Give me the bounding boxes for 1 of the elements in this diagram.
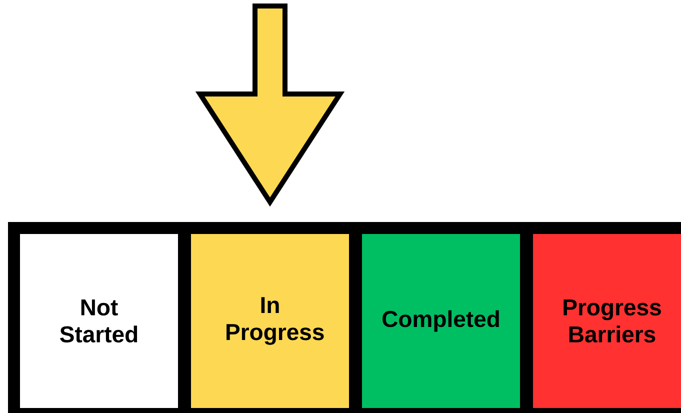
block-arrow	[195, 4, 345, 207]
